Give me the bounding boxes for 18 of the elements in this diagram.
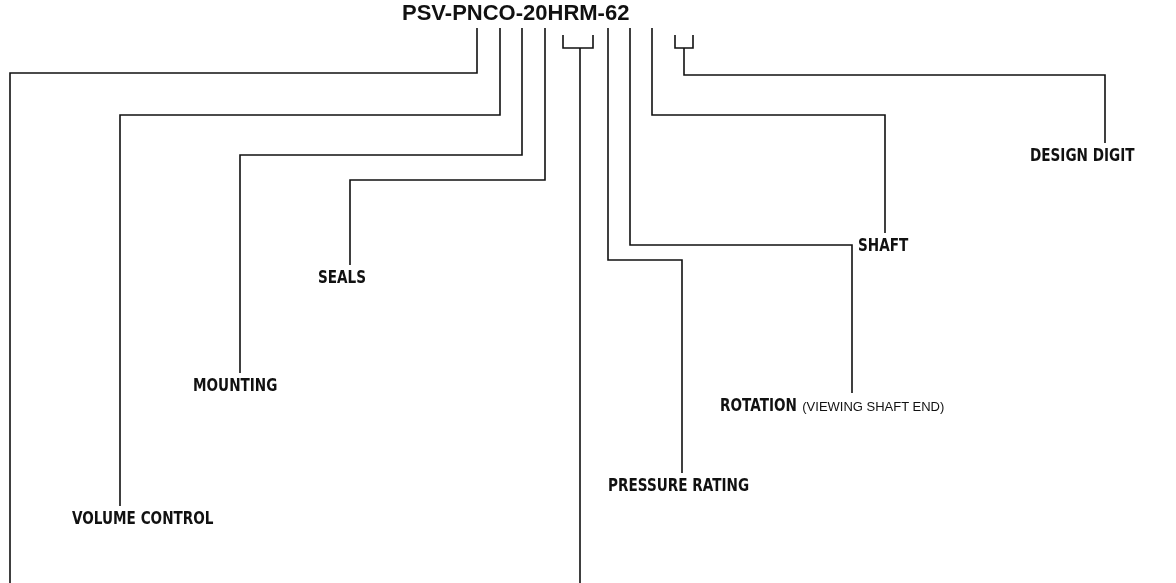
leader-line — [629, 27, 853, 394]
leader-label: VOLUME CONTROL — [72, 508, 214, 528]
leader-label: SHAFT — [858, 235, 909, 255]
note-text: (VIEWING SHAFT END) — [802, 399, 945, 414]
leader-line — [349, 27, 546, 266]
leader-line — [651, 27, 886, 234]
leader-label: MOUNTING — [193, 375, 278, 395]
leader-label: ROTATION — [720, 395, 797, 415]
leader-line — [562, 34, 594, 583]
model-code: PSV-PNCO-20HRM-62 — [402, 0, 630, 25]
leader-label: SEALS — [318, 267, 367, 287]
leader-line — [239, 27, 523, 374]
leader-label: PRESSURE RATING — [608, 475, 750, 495]
leader-line — [9, 27, 478, 583]
leader-label: DESIGN DIGIT — [1030, 145, 1135, 165]
leader-line — [674, 34, 1106, 144]
leader-line — [119, 27, 501, 507]
leader-line — [607, 27, 683, 474]
